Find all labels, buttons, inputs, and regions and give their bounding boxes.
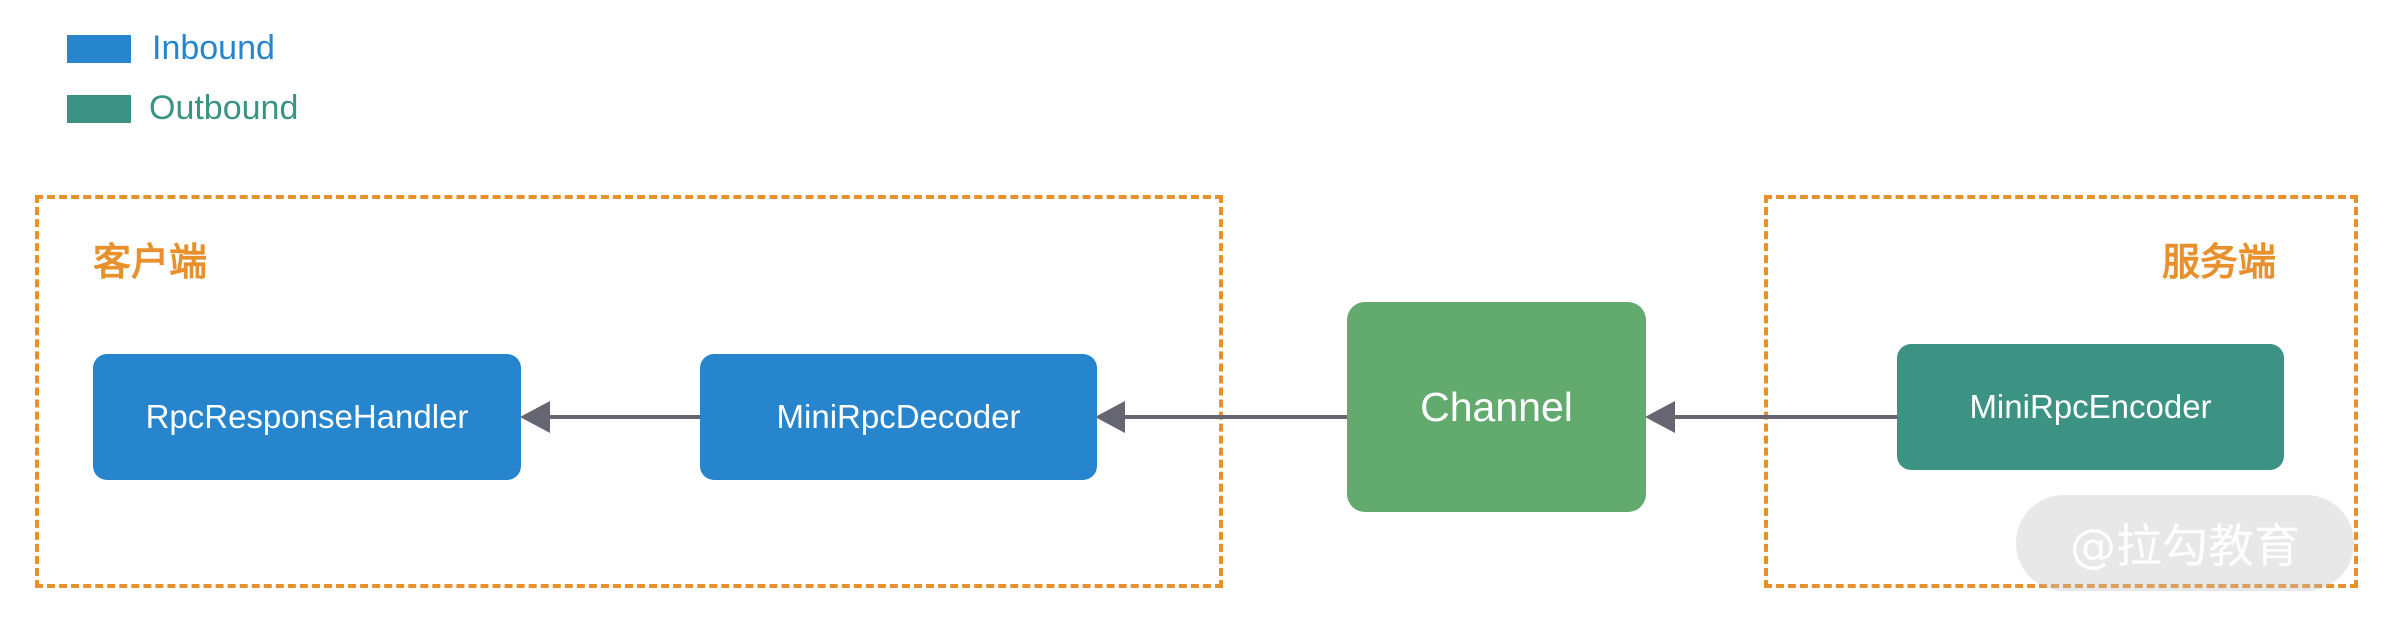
watermark: @拉勾教育 xyxy=(2016,495,2354,591)
rpc-response-handler-node: RpcResponseHandler xyxy=(93,354,521,480)
mini-rpc-encoder-label: MiniRpcEncoder xyxy=(1969,388,2212,425)
inbound-legend-label: Inbound xyxy=(152,29,275,67)
client-group-title: 客户端 xyxy=(93,240,208,284)
server-group-title: 服务端 xyxy=(2162,240,2277,284)
mini-rpc-decoder-label: MiniRpcDecoder xyxy=(776,398,1021,435)
channel-label: Channel xyxy=(1420,383,1573,430)
watermark-text: @拉勾教育 xyxy=(2070,519,2300,573)
client-group-box xyxy=(35,195,1223,588)
mini-rpc-encoder-node: MiniRpcEncoder xyxy=(1897,344,2284,470)
mini-rpc-decoder-node: MiniRpcDecoder xyxy=(700,354,1097,480)
inbound-legend-swatch xyxy=(67,35,131,63)
outbound-legend-label: Outbound xyxy=(149,89,299,127)
rpc-response-handler-label: RpcResponseHandler xyxy=(145,398,469,435)
channel-node: Channel xyxy=(1347,302,1646,512)
arrow-decoder-to-handler xyxy=(520,401,700,433)
arrow-channel-to-decoder xyxy=(1095,401,1347,433)
arrow-encoder-to-channel xyxy=(1645,401,1897,433)
server-group-box xyxy=(1764,195,2358,588)
outbound-legend-swatch xyxy=(67,95,131,123)
